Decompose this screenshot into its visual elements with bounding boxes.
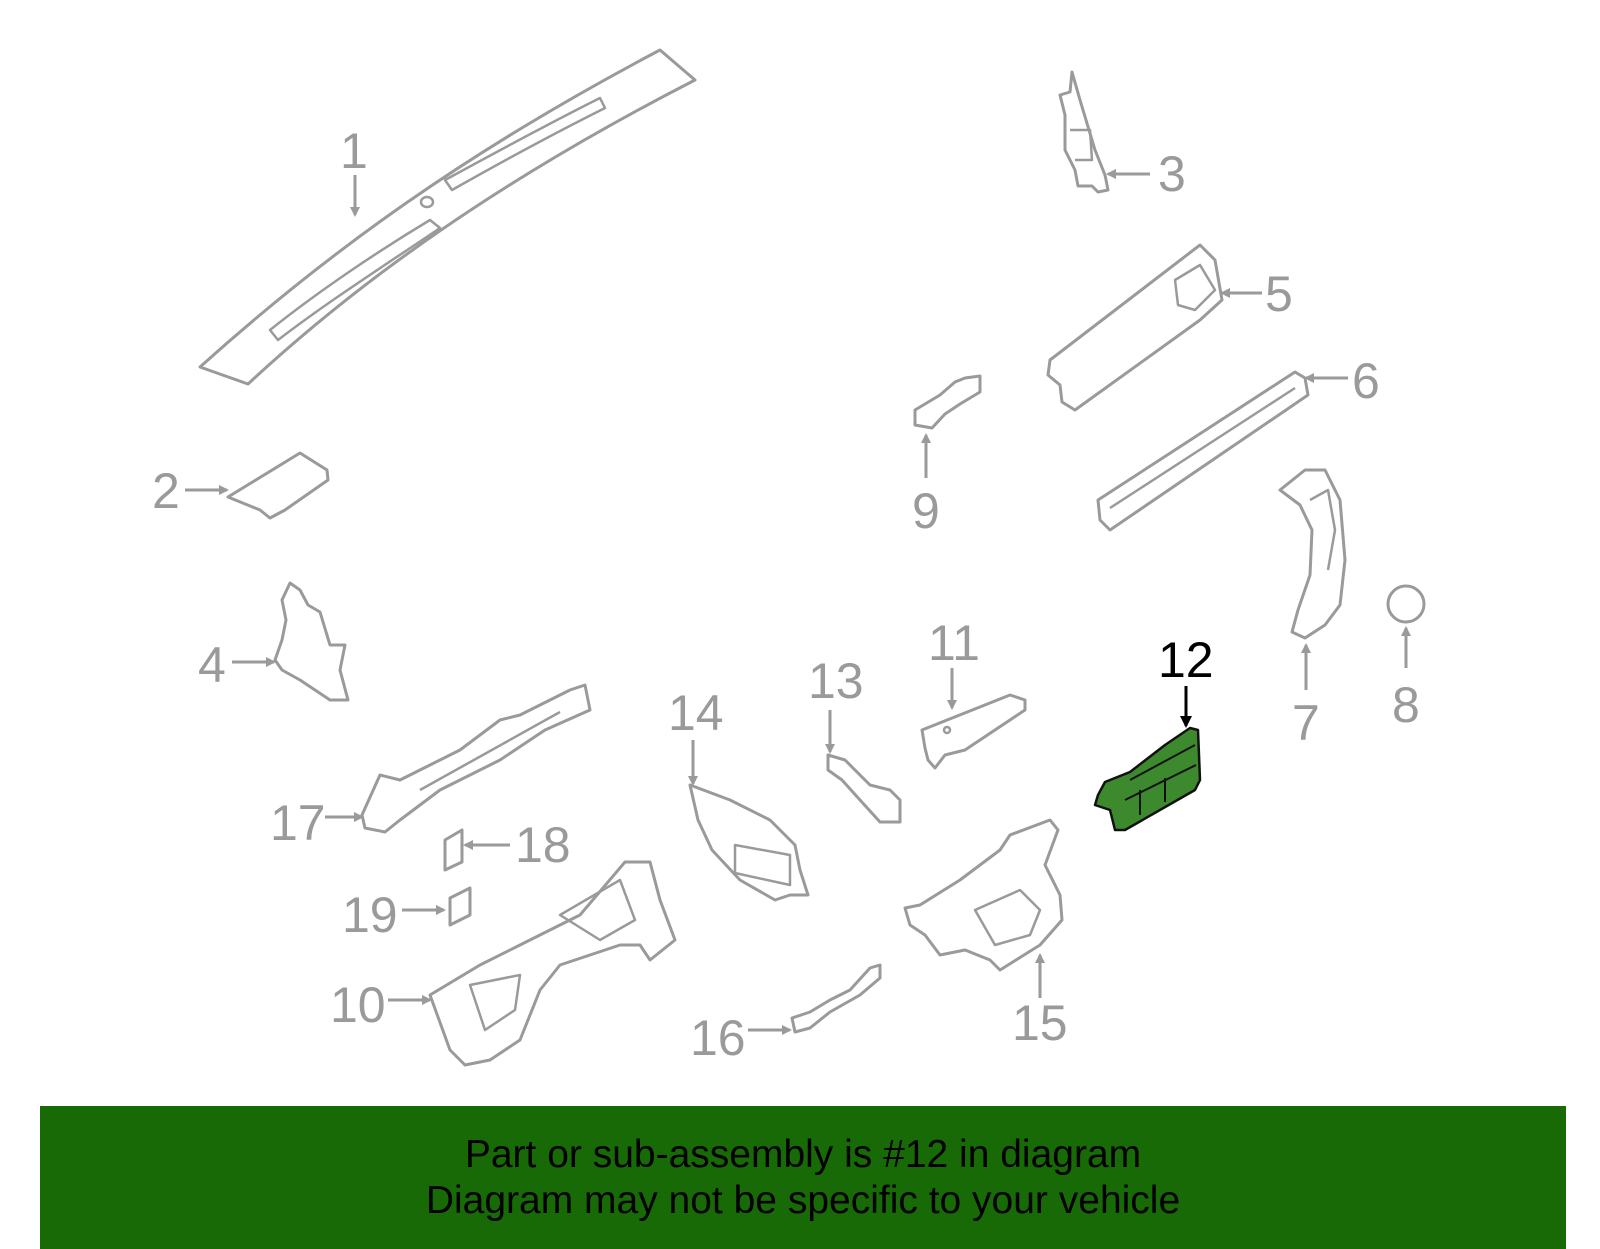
callout-label: 5 (1265, 266, 1293, 322)
info-banner: Part or sub-assembly is #12 in diagram D… (40, 1106, 1566, 1249)
banner-line-1: Part or sub-assembly is #12 in diagram (464, 1132, 1142, 1176)
callout-15: 15 (1012, 953, 1068, 1051)
callout-label: 18 (515, 817, 571, 873)
part-9 (913, 374, 982, 430)
part-16 (790, 963, 882, 1034)
callout-1: 1 (340, 123, 368, 217)
part-15 (903, 818, 1064, 972)
callout-label: 3 (1158, 146, 1186, 202)
part-14 (688, 783, 810, 902)
part-17 (360, 683, 592, 834)
callout-18: 18 (463, 817, 571, 873)
callout-label: 11 (928, 615, 980, 671)
callout-label: 16 (690, 1010, 746, 1066)
part-7 (1278, 468, 1347, 640)
callout-label: 2 (152, 463, 180, 519)
callout-3: 3 (1106, 146, 1186, 202)
callout-label: 13 (808, 653, 864, 709)
callout-label: 15 (1012, 995, 1068, 1051)
callout-label: 10 (330, 977, 386, 1033)
part-8 (1386, 584, 1426, 624)
part-2 (226, 451, 330, 520)
callout-17: 17 (270, 795, 364, 851)
callout-6: 6 (1304, 353, 1380, 409)
part-10 (428, 860, 677, 1067)
callout-label: 19 (342, 887, 398, 943)
callout-12: 12 (1158, 632, 1214, 728)
callout-label: 1 (340, 123, 368, 179)
callout-9: 9 (912, 433, 940, 539)
callout-label: 17 (270, 795, 326, 851)
callout-4: 4 (198, 637, 276, 693)
callout-label: 4 (198, 637, 226, 693)
callout-10: 10 (330, 977, 432, 1033)
part-4 (273, 581, 350, 702)
part-18 (443, 828, 464, 872)
callout-7: 7 (1292, 643, 1320, 751)
part-1 (198, 48, 697, 386)
callout-13: 13 (808, 653, 864, 754)
part-6 (1096, 370, 1310, 532)
part-3 (1058, 70, 1110, 194)
callout-2: 2 (152, 463, 229, 519)
callout-label: 9 (912, 483, 940, 539)
callout-label: 7 (1292, 695, 1320, 751)
callout-8: 8 (1392, 626, 1420, 733)
part-12 (1093, 726, 1202, 832)
part-19 (448, 886, 472, 927)
part-11 (920, 693, 1027, 770)
callout-11: 11 (928, 615, 980, 710)
callout-label-highlighted: 12 (1158, 632, 1214, 688)
part-13 (826, 753, 902, 824)
callout-5: 5 (1220, 266, 1293, 322)
callout-19: 19 (342, 887, 446, 943)
callout-16: 16 (690, 1010, 792, 1066)
banner-line-2: Diagram may not be specific to your vehi… (425, 1178, 1181, 1222)
callout-14: 14 (668, 685, 724, 786)
callout-label: 6 (1352, 353, 1380, 409)
callout-label: 8 (1392, 677, 1420, 733)
part-5 (1046, 243, 1224, 412)
callout-label: 14 (668, 685, 724, 741)
